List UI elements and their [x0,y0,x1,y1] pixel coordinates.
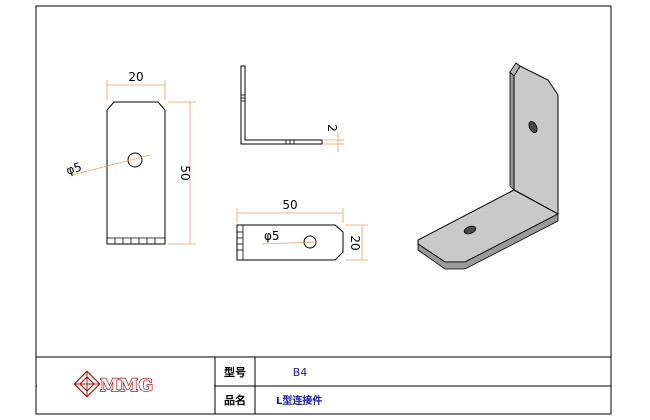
top-view: 50 20 φ5 [236,198,368,261]
model-label: 型号 [224,365,246,379]
outer-frame [35,5,612,415]
side-view-profile [240,65,323,145]
model-value: B4 [293,366,308,379]
iso-horizontal-hole [463,225,477,235]
side-thickness-dimension: 2 [325,124,339,132]
name-label: 品名 [224,393,246,407]
logo-text: MMG [100,376,154,396]
top-length-dimension: 50 [282,198,297,212]
front-hole-dimension: φ5 [64,160,83,178]
side-view: 2 [240,65,344,152]
top-view-outline [236,224,344,261]
top-width-dimension: 20 [348,235,362,250]
isometric-view [417,62,560,270]
company-logo: MMG [73,370,154,398]
front-view-outline [106,101,166,245]
top-hole-dimension: φ5 [264,229,280,243]
front-height-dimension: 50 [178,165,192,180]
iso-vertical-plate [513,65,559,215]
front-width-dimension: 20 [128,70,143,84]
front-view-hole [127,152,143,168]
name-value: L型连接件 [276,394,322,407]
front-view: 20 50 φ5 [64,70,196,245]
iso-vertical-hole [528,120,538,134]
title-block: MMG 型号 B4 品名 L型连接件 [36,356,611,414]
